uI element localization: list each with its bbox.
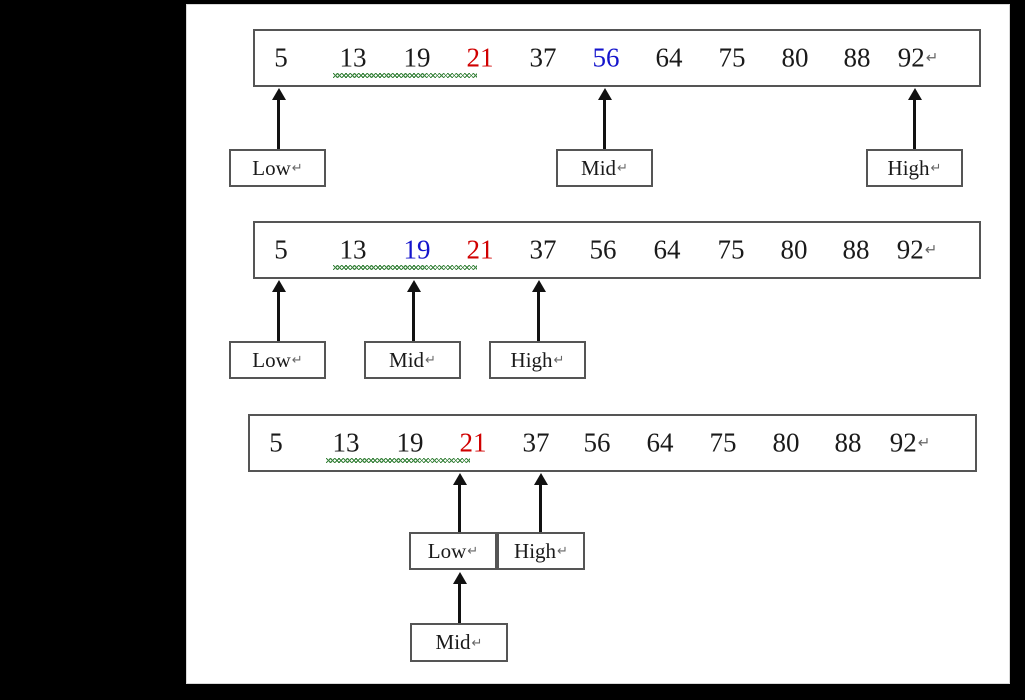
pointer-arrow-mid-step-1 bbox=[603, 99, 606, 149]
spellcheck-underline bbox=[333, 265, 477, 270]
array-cells-step-1: 5 13 19 21 37 56 64 75 80 88 92↵ bbox=[255, 31, 979, 85]
pointer-label-high-step-1: High↵ bbox=[866, 149, 963, 187]
pointer-label-text: Mid bbox=[581, 155, 617, 180]
array-cell: 13 bbox=[332, 427, 360, 458]
array-cell: 19 bbox=[396, 427, 424, 458]
array-cell: 19 bbox=[403, 234, 431, 265]
array-cell: 13 bbox=[339, 234, 367, 265]
array-cell-value: 92 bbox=[889, 427, 917, 458]
pointer-arrow-high-step-1 bbox=[913, 99, 916, 149]
pointer-label-high-step-3: High↵ bbox=[497, 532, 585, 570]
pointer-arrow-mid-step-3 bbox=[458, 583, 461, 623]
paragraph-mark-icon: ↵ bbox=[557, 543, 568, 558]
array-cell: 92↵ bbox=[896, 234, 938, 265]
pointer-arrow-low-step-2 bbox=[277, 291, 280, 341]
paragraph-mark-icon: ↵ bbox=[553, 352, 565, 367]
array-cell: 75 bbox=[709, 427, 737, 458]
pointer-label-text: High bbox=[510, 347, 553, 372]
array-box-step-3: 5 13 19 21 37 56 64 75 80 88 92↵ bbox=[248, 414, 977, 472]
pointer-label-text: Low bbox=[427, 538, 467, 563]
spellcheck-underline bbox=[326, 458, 470, 463]
array-cell: 19 bbox=[403, 42, 431, 73]
array-cell: 21 bbox=[466, 42, 494, 73]
array-cell: 13 bbox=[339, 42, 367, 73]
pointer-label-mid-step-1: Mid↵ bbox=[556, 149, 653, 187]
paragraph-mark-icon: ↵ bbox=[291, 352, 303, 367]
array-cell: 88 bbox=[843, 42, 871, 73]
array-cell: 64 bbox=[653, 234, 681, 265]
pointer-arrow-low-step-1 bbox=[277, 99, 280, 149]
array-cell: 88 bbox=[842, 234, 870, 265]
array-cell: 64 bbox=[646, 427, 674, 458]
paragraph-mark-icon: ↵ bbox=[930, 160, 942, 175]
pointer-label-text: Mid bbox=[435, 630, 471, 654]
array-cell: 21 bbox=[459, 427, 487, 458]
paragraph-mark-icon: ↵ bbox=[924, 242, 938, 259]
pointer-arrow-high-step-2 bbox=[537, 291, 540, 341]
array-box-step-2: 5 13 19 21 37 56 64 75 80 88 92↵ bbox=[253, 221, 981, 279]
array-cell: 75 bbox=[718, 42, 746, 73]
pointer-label-text: High bbox=[887, 155, 930, 180]
pointer-label-text: Mid bbox=[389, 347, 425, 372]
array-cells-step-3: 5 13 19 21 37 56 64 75 80 88 92↵ bbox=[250, 416, 975, 470]
document-page: 5 13 19 21 37 56 64 75 80 88 92↵ Low↵ bbox=[186, 4, 1010, 684]
pointer-label-mid-step-2: Mid↵ bbox=[364, 341, 461, 379]
array-cell: 92↵ bbox=[897, 42, 939, 73]
pointer-label-text: Low bbox=[252, 155, 291, 180]
pointer-label-text: Low bbox=[252, 347, 291, 372]
array-cell: 56 bbox=[583, 427, 611, 458]
array-cell: 37 bbox=[529, 42, 557, 73]
array-cell: 37 bbox=[522, 427, 550, 458]
pointer-label-low-step-1: Low↵ bbox=[229, 149, 326, 187]
array-cell: 64 bbox=[655, 42, 683, 73]
pointer-arrow-low-step-3 bbox=[458, 484, 461, 532]
array-cell: 80 bbox=[772, 427, 800, 458]
pointer-label-text: High bbox=[514, 538, 557, 563]
paragraph-mark-icon: ↵ bbox=[425, 352, 436, 367]
pointer-label-mid-step-3: Mid↵ bbox=[410, 623, 508, 662]
array-cell: 37 bbox=[529, 234, 557, 265]
pointer-label-low-step-3: Low↵ bbox=[409, 532, 497, 570]
array-cell: 5 bbox=[274, 42, 288, 73]
array-cell: 5 bbox=[274, 234, 288, 265]
array-cells-step-2: 5 13 19 21 37 56 64 75 80 88 92↵ bbox=[255, 223, 979, 277]
array-cell: 92↵ bbox=[889, 427, 931, 458]
array-cell: 5 bbox=[269, 427, 283, 458]
array-cell-value: 92 bbox=[897, 42, 925, 73]
array-cell: 56 bbox=[589, 234, 617, 265]
pointer-label-high-step-2: High↵ bbox=[489, 341, 586, 379]
array-cell-value: 92 bbox=[896, 234, 924, 265]
pointer-arrow-mid-step-2 bbox=[412, 291, 415, 341]
array-box-step-1: 5 13 19 21 37 56 64 75 80 88 92↵ bbox=[253, 29, 981, 87]
array-cell: 80 bbox=[780, 234, 808, 265]
paragraph-mark-icon: ↵ bbox=[617, 160, 628, 175]
spellcheck-underline bbox=[333, 73, 477, 78]
paragraph-mark-icon: ↵ bbox=[467, 543, 479, 558]
paragraph-mark-icon: ↵ bbox=[291, 160, 303, 175]
array-cell: 88 bbox=[834, 427, 862, 458]
array-cell: 21 bbox=[466, 234, 494, 265]
pointer-arrow-high-step-3 bbox=[539, 484, 542, 532]
paragraph-mark-icon: ↵ bbox=[471, 634, 483, 650]
array-cell: 75 bbox=[717, 234, 745, 265]
pointer-label-low-step-2: Low↵ bbox=[229, 341, 326, 379]
paragraph-mark-icon: ↵ bbox=[925, 50, 939, 67]
paragraph-mark-icon: ↵ bbox=[917, 435, 931, 452]
array-cell: 80 bbox=[781, 42, 809, 73]
array-cell: 56 bbox=[592, 42, 620, 73]
